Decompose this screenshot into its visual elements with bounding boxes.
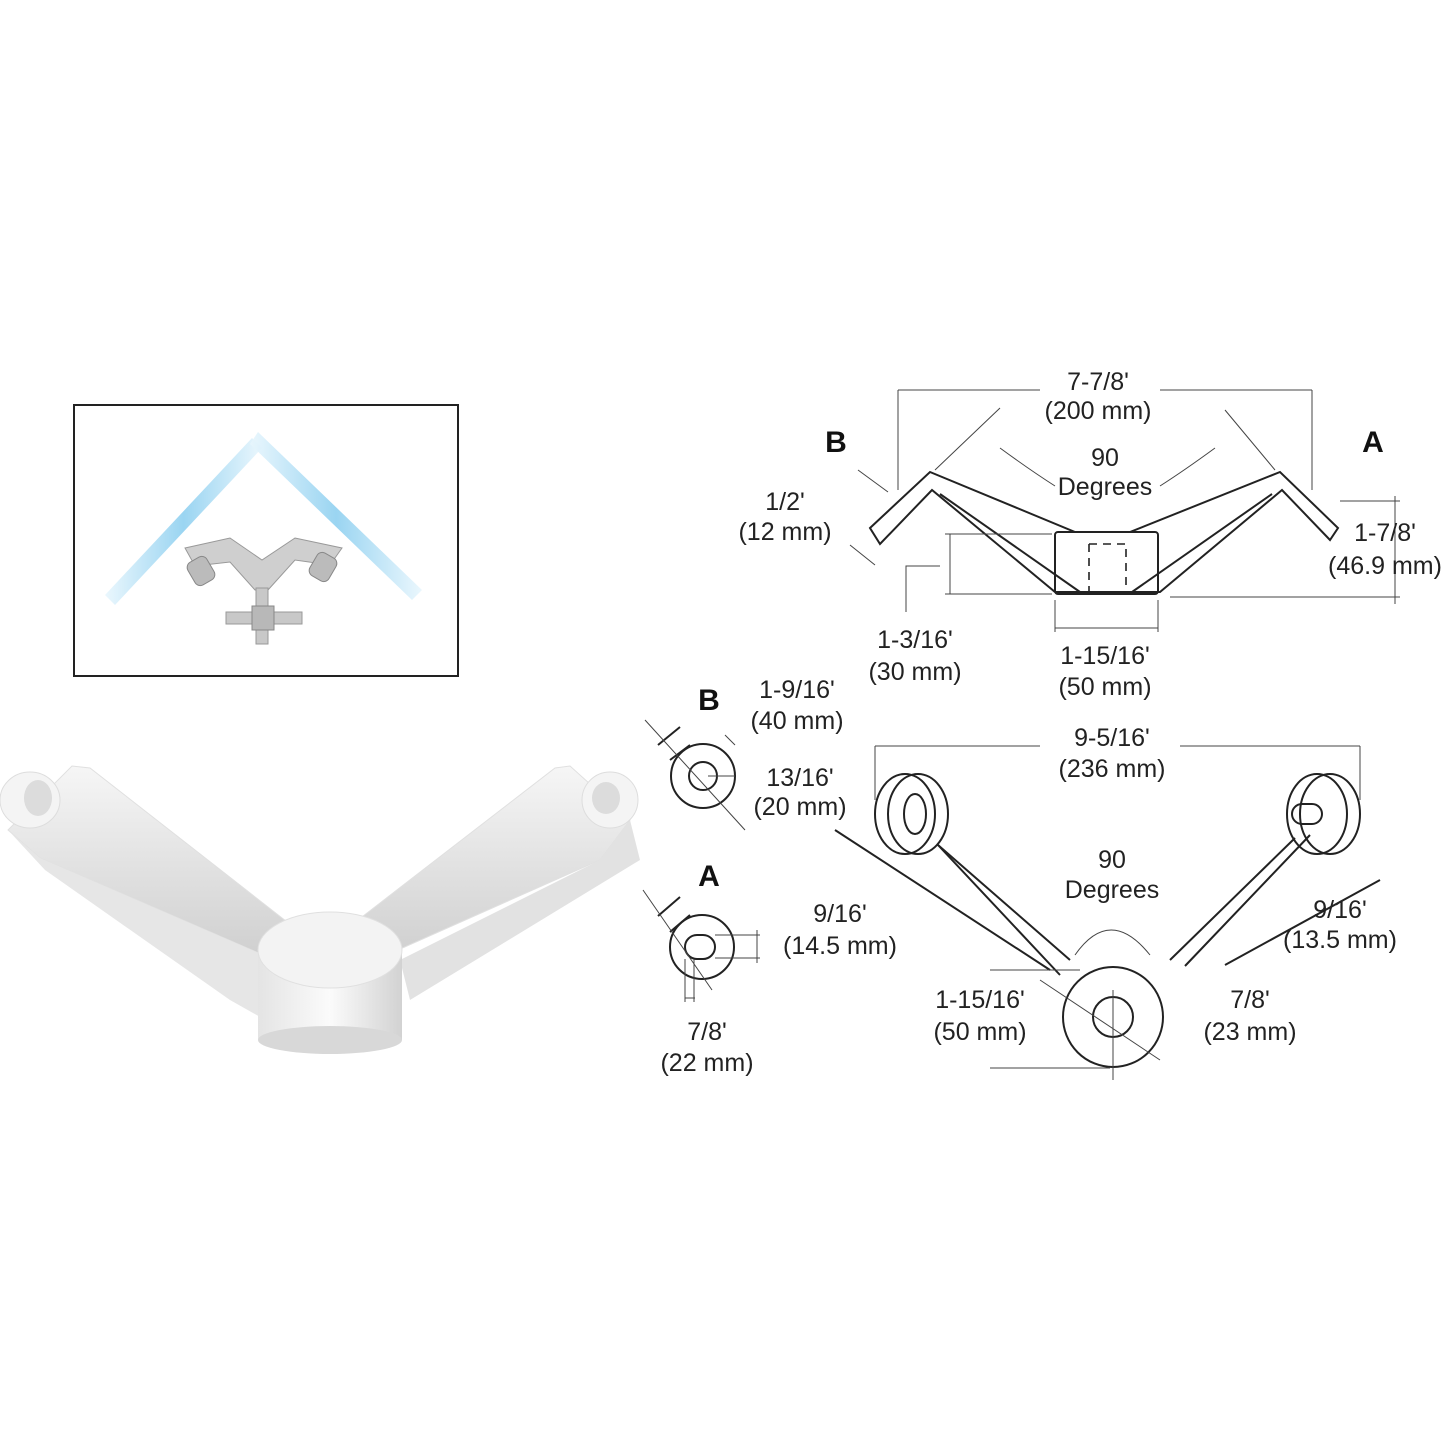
top-angle-label: 90: [1091, 444, 1119, 472]
arm-thickness-mm-label: (12 mm): [738, 518, 831, 546]
product-photo: [0, 765, 640, 1054]
top-label-a: A: [1362, 426, 1384, 459]
detail-b-outer-label: 1-9/16': [759, 676, 835, 704]
plan-hub-hole-mm-label: (23 mm): [1203, 1018, 1296, 1046]
detail-a-slot-height-label: 9/16': [813, 900, 866, 928]
top-width-label: 7-7/8': [1067, 368, 1129, 396]
plan-hub-hole-label: 7/8': [1230, 986, 1270, 1014]
height-a-mm-label: (46.9 mm): [1328, 552, 1442, 580]
detail-a-slot-width-label: 7/8': [687, 1018, 727, 1046]
hub-diameter-label: 1-15/16': [1060, 642, 1150, 670]
plan-hub-diameter-label: 1-15/16': [935, 986, 1025, 1014]
plan-arm-width-label: 9/16': [1313, 896, 1366, 924]
dimension-labels: 7-7/8' (200 mm) B A 90 Degrees 1/2' (12 …: [660, 368, 1441, 1077]
top-width-mm-label: (200 mm): [1045, 397, 1152, 425]
plan-angle-label: 90: [1098, 846, 1126, 874]
detail-b-hole-mm-label: (20 mm): [753, 793, 846, 821]
plan-hub-diameter-mm-label: (50 mm): [933, 1018, 1026, 1046]
top-label-b: B: [825, 426, 847, 459]
detail-a-drawing: [642, 889, 760, 1002]
installation-inset: [73, 404, 459, 677]
arm-thickness-label: 1/2': [765, 488, 805, 516]
plan-width-label: 9-5/16': [1074, 724, 1150, 752]
detail-a-title: A: [698, 860, 720, 893]
plan-arm-width-mm-label: (13.5 mm): [1283, 926, 1397, 954]
detail-a-slot-width-mm-label: (22 mm): [660, 1049, 753, 1077]
detail-a-slot-height-mm-label: (14.5 mm): [783, 932, 897, 960]
hub-height-label: 1-3/16': [877, 626, 953, 654]
detail-b-drawing: [644, 719, 746, 831]
hub-diameter-mm-label: (50 mm): [1058, 673, 1151, 701]
detail-b-hole-label: 13/16': [766, 764, 833, 792]
detail-b-outer-mm-label: (40 mm): [750, 707, 843, 735]
plan-view-drawing: [834, 745, 1381, 1080]
plan-width-mm-label: (236 mm): [1059, 755, 1166, 783]
plan-angle-unit-label: Degrees: [1065, 876, 1160, 904]
elevation-view-drawing: [849, 389, 1400, 632]
height-a-label: 1-7/8': [1354, 519, 1416, 547]
glass-panel-left: [105, 438, 262, 605]
detail-b-title: B: [698, 684, 720, 717]
hub-height-mm-label: (30 mm): [868, 658, 961, 686]
glass-panel-right: [250, 432, 422, 600]
top-angle-unit-label: Degrees: [1058, 473, 1153, 501]
